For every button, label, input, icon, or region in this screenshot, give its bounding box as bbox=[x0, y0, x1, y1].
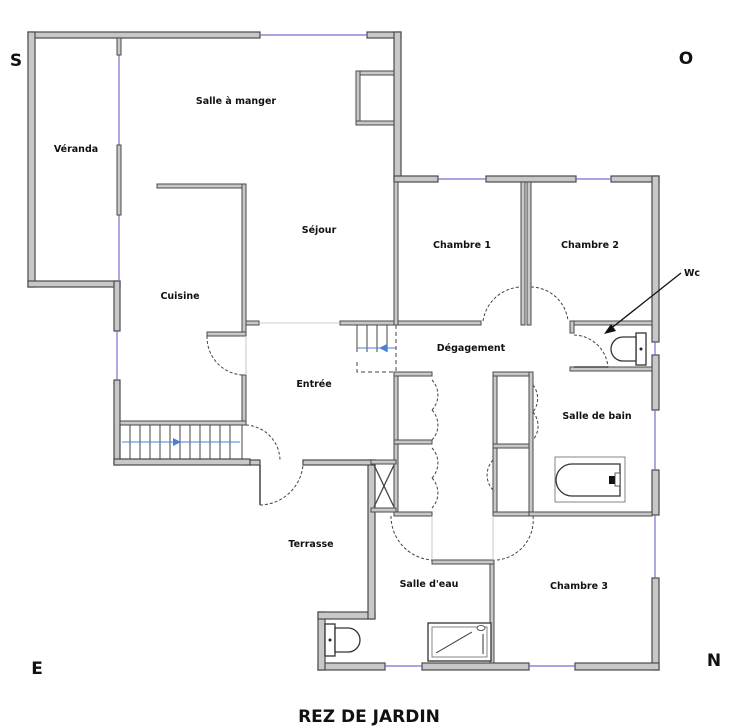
room-label-sejour: Séjour bbox=[302, 225, 337, 236]
room-label-terrasse: Terrasse bbox=[288, 539, 333, 550]
compass-north: N bbox=[707, 651, 721, 671]
room-label-wc: Wc bbox=[684, 268, 700, 279]
room-label-salle-a-manger: Salle à manger bbox=[196, 96, 277, 107]
outer-walls bbox=[27, 31, 660, 671]
room-labels: Véranda Salle à manger Séjour Cuisine Ch… bbox=[54, 96, 700, 592]
stairs-degagement bbox=[356, 325, 397, 373]
room-label-chambre-2: Chambre 2 bbox=[561, 240, 619, 251]
compass-west: O bbox=[679, 49, 693, 69]
room-label-cuisine: Cuisine bbox=[160, 291, 199, 302]
bathtub bbox=[554, 456, 626, 503]
shower bbox=[427, 622, 492, 662]
room-label-veranda: Véranda bbox=[54, 144, 98, 155]
plan-title: REZ DE JARDIN bbox=[298, 707, 440, 727]
compass-south: S bbox=[10, 51, 22, 71]
guide-lines bbox=[245, 322, 494, 560]
compass-east: E bbox=[31, 659, 43, 679]
wc-pointer-arrow bbox=[604, 272, 682, 334]
stairs-entry bbox=[119, 424, 243, 460]
technical-duct bbox=[373, 464, 395, 508]
toilet-salle-d-eau bbox=[324, 623, 361, 657]
room-label-salle-de-bain: Salle de bain bbox=[562, 411, 632, 422]
compass-labels: S O E N bbox=[10, 49, 721, 679]
doors bbox=[206, 286, 609, 561]
room-label-degagement: Dégagement bbox=[437, 343, 506, 354]
room-label-salle-d-eau: Salle d'eau bbox=[400, 579, 459, 590]
interior-walls bbox=[116, 37, 653, 664]
room-label-entree: Entrée bbox=[296, 379, 331, 390]
room-label-chambre-3: Chambre 3 bbox=[550, 581, 608, 592]
windows bbox=[116, 34, 656, 667]
toilet-wc bbox=[610, 332, 647, 366]
room-label-chambre-1: Chambre 1 bbox=[433, 240, 491, 251]
